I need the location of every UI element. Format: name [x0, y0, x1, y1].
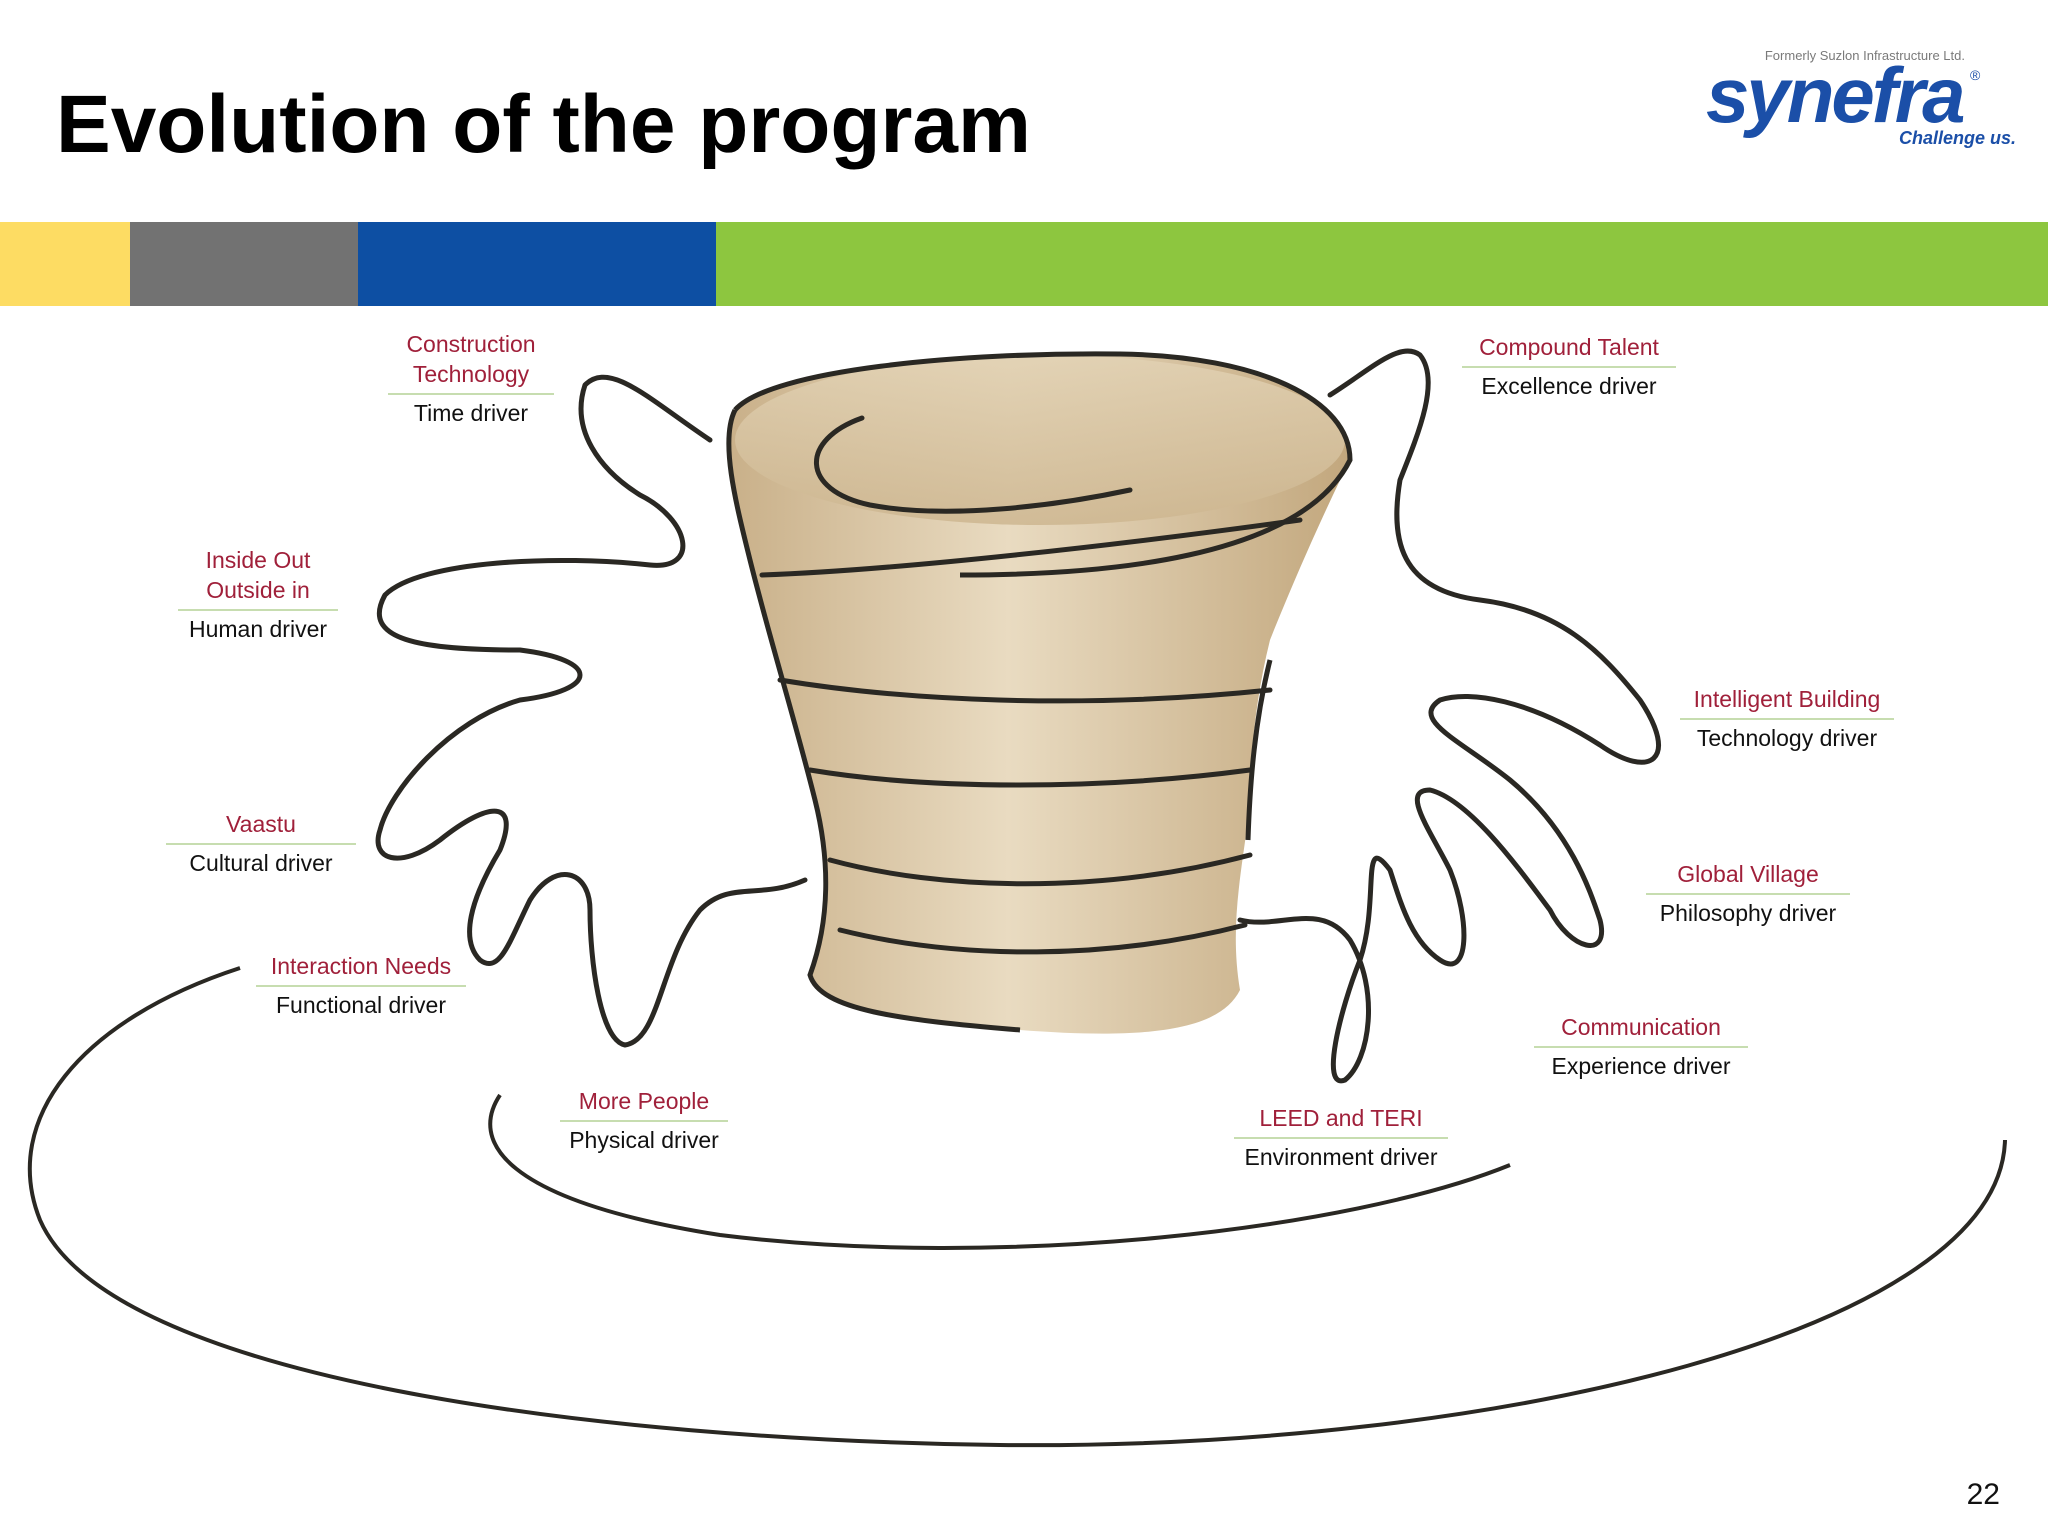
driver-subtitle: Environment driver	[1244, 1143, 1438, 1170]
driver-label-vaastu: Vaastu Cultural driver	[166, 810, 356, 879]
label-rule	[256, 984, 466, 987]
synefra-logo: Formerly Suzlon Infrastructure Ltd. syne…	[1706, 48, 2016, 148]
driver-title: Compound Talent	[1479, 334, 1659, 360]
label-rule	[1234, 1136, 1448, 1139]
driver-title: Communication	[1561, 1014, 1721, 1040]
right-hand	[1237, 348, 1661, 1084]
driver-title: More People	[578, 1088, 710, 1114]
slide-title: Evolution of the program	[56, 79, 1031, 170]
driver-title: Outside in	[206, 576, 310, 603]
driver-title: Inside Out	[205, 547, 311, 573]
color-bar-gray	[130, 222, 358, 306]
label-rule	[178, 608, 338, 611]
driver-label-communication: Communication Experience driver	[1534, 1013, 1748, 1082]
driver-label-interaction-needs: Interaction Needs Functional driver	[256, 952, 466, 1021]
driver-title: Interaction Needs	[270, 953, 452, 979]
wheel-inner-ring	[488, 1093, 1511, 1250]
label-rule	[1646, 892, 1850, 895]
label-rule	[1462, 365, 1676, 368]
driver-label-construction-technology: Construction Technology Time driver	[388, 330, 554, 429]
logo-slogan: Challenge us.	[1899, 128, 2016, 148]
driver-label-leed-teri: LEED and TERI Environment driver	[1234, 1104, 1448, 1173]
label-rule	[1534, 1045, 1748, 1048]
label-rule	[388, 392, 554, 395]
label-rule	[1680, 717, 1894, 720]
driver-title: Intelligent Building	[1693, 686, 1881, 712]
label-rule	[166, 842, 356, 845]
left-hand	[375, 374, 808, 1048]
driver-subtitle: Excellence driver	[1481, 372, 1657, 399]
driver-subtitle: Functional driver	[275, 991, 447, 1018]
page-number: 22	[1966, 1478, 2000, 1511]
driver-label-more-people: More People Physical driver	[560, 1087, 728, 1156]
color-bar-green	[716, 222, 2048, 306]
driver-subtitle: Technology driver	[1696, 724, 1878, 751]
logo-registered: ®	[1970, 67, 1981, 83]
driver-subtitle: Human driver	[188, 615, 328, 642]
driver-subtitle: Time driver	[413, 399, 529, 426]
driver-title: Vaastu	[226, 811, 296, 837]
wheel-outer-ring	[27, 966, 2007, 1448]
driver-subtitle: Philosophy driver	[1659, 899, 1837, 926]
color-bar-yellow	[0, 222, 130, 306]
label-rule	[560, 1119, 728, 1122]
driver-subtitle: Physical driver	[569, 1126, 719, 1153]
driver-title: LEED and TERI	[1259, 1105, 1423, 1131]
driver-label-intelligent-building: Intelligent Building Technology driver	[1680, 685, 1894, 754]
driver-label-inside-out: Inside Out Outside in Human driver	[178, 546, 338, 645]
driver-subtitle: Cultural driver	[189, 849, 333, 876]
driver-title: Technology	[412, 360, 530, 387]
driver-subtitle: Experience driver	[1551, 1052, 1731, 1079]
driver-label-compound-talent: Compound Talent Excellence driver	[1462, 333, 1676, 402]
clay-pot	[726, 351, 1353, 1034]
driver-title: Construction	[406, 331, 536, 357]
driver-title: Global Village	[1677, 861, 1819, 887]
logo-wordmark: synefra	[1706, 51, 1964, 139]
logo-tagline-top: Formerly Suzlon Infrastructure Ltd.	[1765, 48, 1965, 63]
color-bar-blue	[358, 222, 716, 306]
driver-label-global-village: Global Village Philosophy driver	[1646, 860, 1850, 929]
